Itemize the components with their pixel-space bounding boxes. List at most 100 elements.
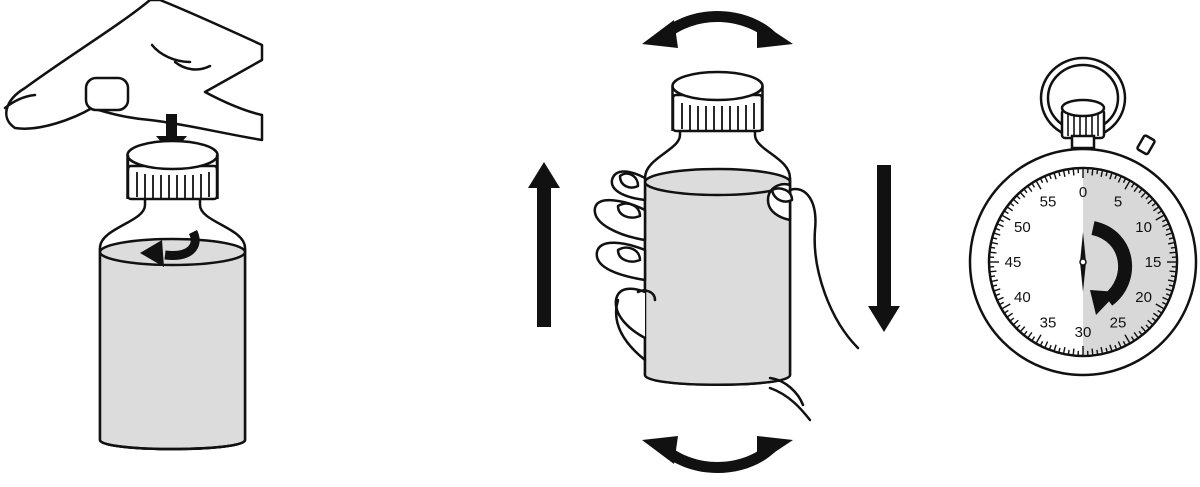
dial-tick (1019, 191, 1026, 198)
dial-tick (996, 223, 1004, 228)
dial-label: 10 (1135, 219, 1152, 236)
dial-tick (1147, 198, 1154, 205)
dial-tick (1162, 223, 1170, 228)
dial-label: 35 (1040, 315, 1057, 332)
dial-tick (1140, 191, 1147, 198)
dial-tick (996, 296, 1004, 301)
dial-tick (1167, 279, 1176, 283)
panel-press-and-twist (3, 0, 264, 451)
dial-tick (1151, 202, 1157, 207)
dial-tick (1168, 284, 1174, 288)
dial-tick (1057, 347, 1061, 353)
dial-tick (1031, 336, 1036, 342)
dial-tick (1006, 312, 1014, 318)
dial-tick (1114, 173, 1118, 180)
dial-tick (1157, 309, 1163, 314)
dial-tick (1133, 331, 1139, 339)
dial-tick (1140, 326, 1147, 333)
dial-tick (1170, 246, 1176, 249)
dial-tick (1138, 188, 1143, 194)
up-arrow-icon (528, 162, 560, 327)
dial-tick (1145, 195, 1150, 200)
dial-tick (1072, 168, 1075, 176)
dial-tick (1062, 346, 1066, 355)
dial-tick (1122, 340, 1127, 347)
dial-tick (1053, 172, 1057, 180)
dial-label: 5 (1114, 193, 1122, 210)
dial-label: 50 (1014, 219, 1031, 236)
dial-tick (1165, 293, 1172, 297)
dial-tick (1019, 326, 1026, 333)
dial-tick (1023, 330, 1028, 336)
dial-tick (1157, 210, 1163, 215)
dial-tick (1012, 319, 1019, 326)
dial-tick (1161, 218, 1168, 223)
dial-tick (1114, 344, 1118, 351)
dial-tick (1109, 172, 1113, 180)
dial-tick (1072, 348, 1075, 356)
dial-tick (1170, 275, 1176, 278)
dial-tick (1031, 182, 1036, 188)
dial-label: 45 (1005, 254, 1022, 271)
dial-tick (993, 288, 1001, 292)
dial-tick (1151, 317, 1157, 322)
dial-tick (990, 241, 999, 245)
dial-tick (1091, 348, 1094, 356)
dial-label: 40 (1014, 289, 1031, 306)
dial-tick (1165, 288, 1173, 292)
bottle-icon (98, 139, 247, 451)
dial-tick (1062, 169, 1066, 178)
dial-tick (1130, 182, 1135, 188)
dial-tick (992, 236, 998, 240)
dial-tick (1044, 175, 1049, 183)
dial-tick (1057, 171, 1061, 177)
dial-tick (1039, 340, 1044, 347)
dial-tick (1155, 303, 1165, 310)
dial-tick (1001, 214, 1011, 221)
dial-tick (990, 279, 999, 283)
dial-tick (1169, 251, 1177, 254)
dial-tick (1048, 344, 1052, 351)
dial-tick (1035, 334, 1042, 344)
dial-tick (1155, 214, 1165, 221)
dial-tick (1152, 312, 1160, 318)
dial-tick (1109, 344, 1113, 352)
dial-tick (1117, 175, 1122, 183)
dial-tick (1138, 330, 1143, 336)
dial-tick (1035, 180, 1042, 190)
dial-tick (1152, 206, 1160, 212)
dial-tick (1091, 168, 1094, 176)
dial-label: 20 (1135, 289, 1152, 306)
dial-label: 55 (1040, 193, 1057, 210)
dial-tick (1003, 309, 1009, 314)
dial-tick (1012, 198, 1019, 205)
dial-tick (1133, 185, 1139, 193)
dial-tick (1009, 202, 1015, 207)
finger-press-icon (3, 0, 264, 142)
dial-tick (1122, 177, 1127, 184)
dial-tick (998, 218, 1005, 223)
dial-tick (1162, 296, 1170, 301)
dial-tick (1147, 319, 1154, 326)
dial-tick (1006, 206, 1014, 212)
dial-tick (1124, 180, 1131, 190)
dial-label: 25 (1110, 315, 1127, 332)
dial-tick (992, 284, 998, 288)
dial-label: 30 (1075, 324, 1092, 341)
dial-tick (1016, 324, 1021, 329)
down-arrow-icon (868, 165, 900, 332)
dial-tick (1100, 169, 1104, 178)
dial-tick (1067, 349, 1070, 355)
dial-tick (1167, 241, 1176, 245)
dial-tick (1001, 303, 1011, 310)
twist-cap-arrow-icon (140, 229, 200, 267)
rotate-arrow-icon (642, 11, 793, 48)
dial-tick (989, 251, 997, 254)
dial-tick (1016, 195, 1021, 200)
bottle-icon (643, 70, 792, 386)
dial-tick (1130, 336, 1135, 342)
dial-tick (994, 293, 1001, 297)
dial-tick (1165, 227, 1172, 231)
dial-tick (1096, 169, 1099, 175)
